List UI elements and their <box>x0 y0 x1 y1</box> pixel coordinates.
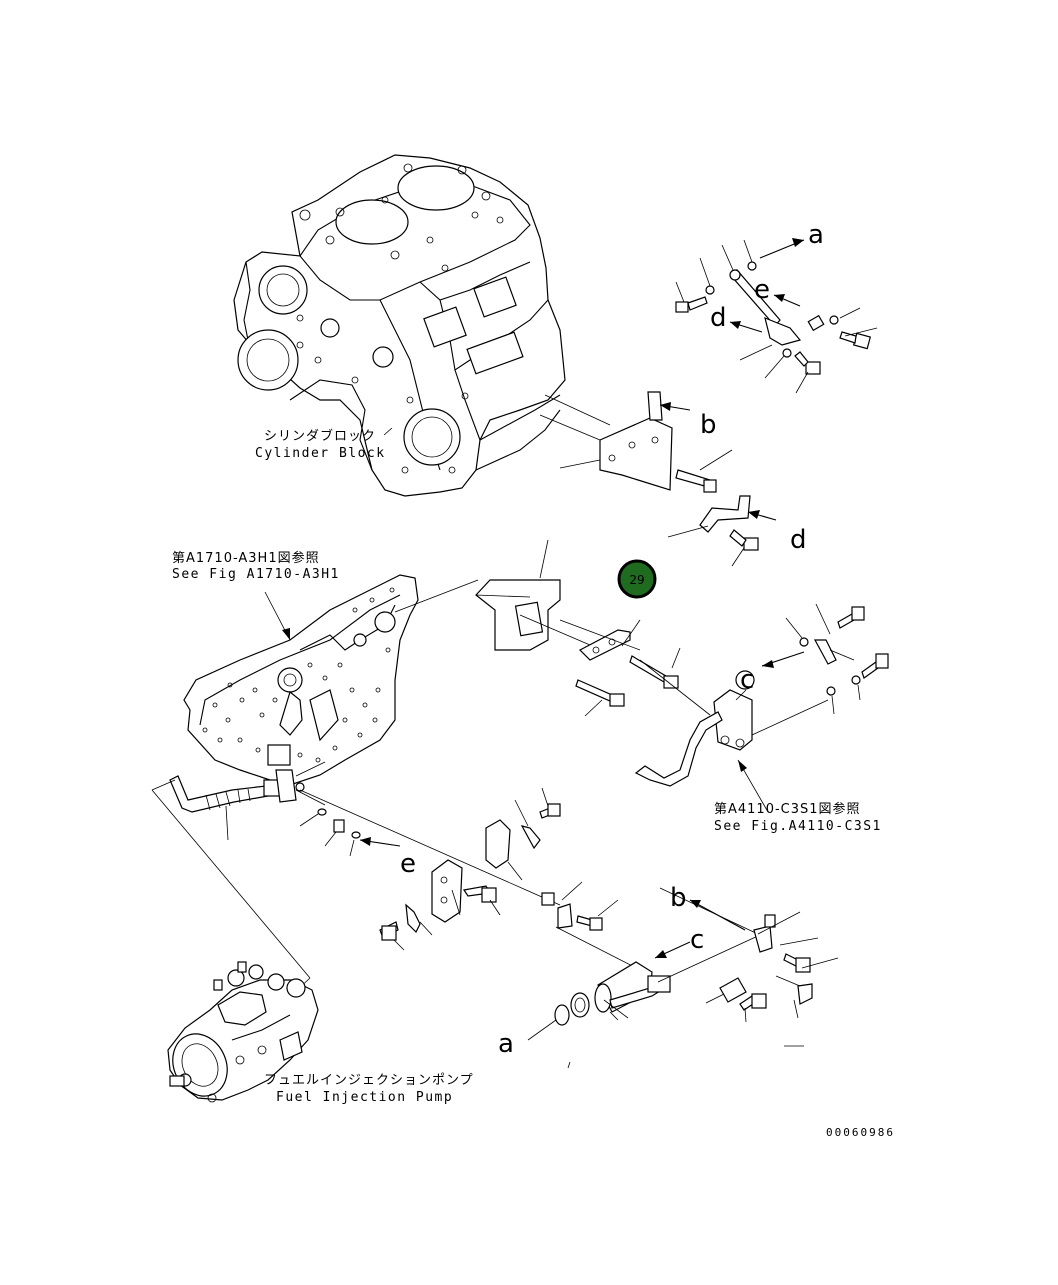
ref-letter-e-bottom: e <box>400 849 416 879</box>
ref-letter-a-top: a <box>808 220 824 250</box>
fuel-hose-assembly <box>151 761 561 979</box>
ref-a1710-label-jp: 第A1710-A3H1図参照 <box>172 550 320 566</box>
fuel-pump-label-jp: フュエルインジェクションポンプ <box>264 1073 474 1088</box>
mounting-bracket-center <box>394 539 711 717</box>
drawing-code: 00060986 <box>826 1126 895 1139</box>
ref-a1710-label-en: See Fig A1710-A3H1 <box>172 567 340 582</box>
cylinder-block-label-jp: シリンダブロック <box>264 428 376 444</box>
ref-letter-e-top: e <box>754 275 770 305</box>
ref-letter-c-right: c <box>740 665 754 695</box>
ref-letter-c-bottom: c <box>690 925 704 955</box>
fuel-pump-label-en: Fuel Injection Pump <box>276 1090 453 1105</box>
cylinder-block-drawing <box>233 154 566 497</box>
upper-link-assembly <box>675 238 878 394</box>
callout-29-number[interactable]: 29 <box>629 573 644 587</box>
ref-letter-d-mid: d <box>790 525 807 555</box>
ref-letter-b-bottom: b <box>670 883 687 913</box>
callout-29[interactable]: 29 <box>617 559 657 599</box>
gear-housing-plate <box>183 574 419 786</box>
fuel-block-assembly <box>634 603 889 813</box>
mounting-bracket-upper <box>539 391 777 567</box>
lower-bracket-assembly <box>379 787 661 981</box>
fuel-filter-assembly <box>527 887 839 1069</box>
ref-a4110-label-en: See Fig.A4110-C3S1 <box>714 819 882 834</box>
ref-letter-b-mid: b <box>700 410 717 440</box>
callout-29-badge[interactable] <box>617 559 657 599</box>
fuel-injection-pump <box>167 961 319 1103</box>
ref-letter-a-bottom: a <box>498 1029 514 1059</box>
ref-letter-d-top: d <box>710 303 727 333</box>
ref-a4110-label-jp: 第A4110-C3S1図参照 <box>714 801 861 817</box>
cylinder-block-label-en: Cylinder Block <box>255 446 386 461</box>
